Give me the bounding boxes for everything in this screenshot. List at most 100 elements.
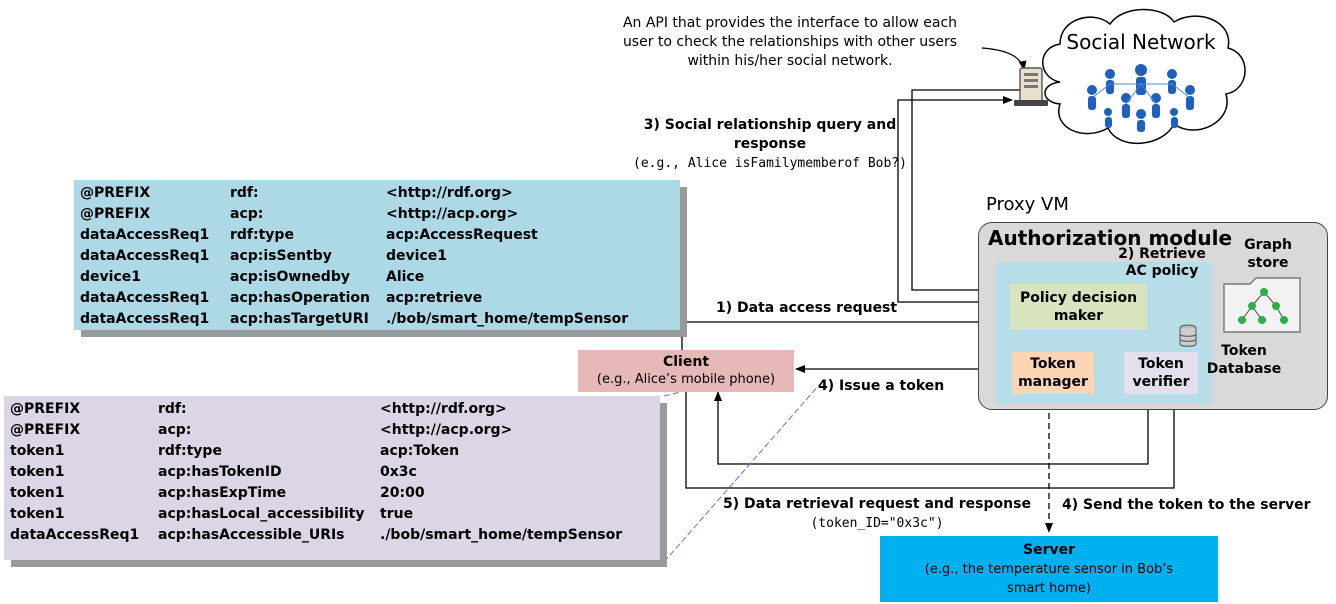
triple-subject: token1	[10, 443, 65, 459]
triple-subject: token1	[10, 506, 65, 522]
triple-object: acp:AccessRequest	[386, 227, 538, 243]
retrieve-policy-label: 2) Retrieve AC policy	[1110, 246, 1214, 280]
api-note-line: within his/her social network.	[687, 53, 893, 69]
token-callout-line-2	[663, 383, 821, 563]
triple-object: acp:Token	[380, 443, 460, 459]
graph-store-label: Graph store	[1232, 236, 1304, 272]
triple-object: 0x3c	[380, 464, 417, 480]
triple-predicate: acp:	[230, 206, 264, 222]
triple-subject: @PREFIX	[10, 401, 81, 417]
triple-row: dataAccessReq1 acp:isSentby device1	[80, 247, 666, 268]
triple-object: <http://acp.org>	[386, 206, 519, 222]
triple-predicate: acp:hasLocal_accessibility	[158, 506, 365, 522]
token-database-icon	[1179, 324, 1197, 347]
triple-predicate: rdf:	[230, 185, 259, 201]
token-database-line2: Database	[1206, 361, 1282, 377]
retrieve-policy-line2: AC policy	[1125, 263, 1199, 279]
triple-subject: dataAccessReq1	[80, 311, 210, 327]
triple-predicate: acp:hasTokenID	[158, 464, 282, 480]
triple-row: device1 acp:isOwnedby Alice	[80, 268, 666, 289]
step4-send-label: 4) Send the token to the server	[1062, 497, 1311, 513]
triple-object: 20:00	[380, 485, 425, 501]
token-verifier-line1: Token	[1138, 356, 1184, 372]
step5-line2: (token_ID="0x3c")	[810, 516, 944, 531]
api-note-line: user to check the relationships with oth…	[622, 34, 958, 50]
triple-predicate: rdf:type	[230, 227, 294, 243]
token-verifier-line2: verifier	[1132, 374, 1190, 390]
triple-subject: dataAccessReq1	[80, 248, 210, 264]
server-line3: smart home)	[1007, 580, 1091, 596]
data-access-request-arrow	[681, 318, 1009, 350]
triple-subject: token1	[10, 485, 65, 501]
step4-issue-label: 4) Issue a token	[818, 378, 945, 394]
policy-decision-maker-line2: maker	[1053, 308, 1104, 324]
triple-object: true	[380, 506, 414, 522]
triple-subject: device1	[80, 269, 141, 285]
access-request-triples-box: @PREFIX rdf: <http://rdf.org> @PREFIX acp: <h…	[74, 180, 680, 330]
server-box: Server (e.g., the temperature sensor in …	[880, 536, 1218, 602]
policy-decision-maker-line1: Policy decision	[1019, 290, 1138, 306]
triple-subject: dataAccessReq1	[80, 290, 210, 306]
verifier-to-client-arrow	[714, 388, 1149, 465]
triple-object: ./bob/smart_home/tempSensor	[386, 311, 629, 327]
triple-predicate: rdf:type	[158, 443, 222, 459]
server-line2: (e.g., the temperature sensor in Bob’s	[924, 561, 1174, 577]
client-subtitle: (e.g., Alice’s mobile phone)	[596, 372, 776, 387]
triple-object: device1	[386, 248, 447, 264]
graph-store-icon	[1223, 277, 1301, 333]
client-to-verifier-arrow	[685, 385, 1178, 489]
triple-predicate: acp:hasTargetURI	[230, 311, 369, 327]
triple-predicate: acp:isOwnedby	[230, 269, 350, 285]
authorization-module-label: Authorization module	[988, 226, 1233, 250]
query-label: 3) Social relationship query and respons…	[600, 116, 940, 173]
query-label-line1: 3) Social relationship query and	[643, 117, 897, 133]
api-server-icon	[1014, 67, 1048, 106]
token-database-line1: Token	[1221, 343, 1267, 359]
graph-store-line1: Graph	[1244, 237, 1292, 253]
triple-subject: @PREFIX	[80, 206, 151, 222]
query-arrow-up	[897, 96, 1013, 303]
triple-predicate: acp:hasOperation	[230, 290, 370, 306]
social-network-cloud-icon	[1042, 8, 1246, 144]
api-note-line: An API that provides the interface to al…	[622, 15, 958, 31]
server-title: Server	[1022, 541, 1075, 558]
triple-subject: @PREFIX	[10, 422, 81, 438]
triple-object: <http://rdf.org>	[380, 401, 507, 417]
query-label-line2: response	[733, 136, 807, 152]
triple-predicate: rdf:	[158, 401, 187, 417]
token-verifier: Token verifier	[1124, 352, 1198, 394]
token-database-label: Token Database	[1204, 342, 1284, 378]
retrieve-policy-line1: 2) Retrieve	[1118, 246, 1206, 262]
api-note-pointer	[981, 47, 1027, 71]
graph-store-line2: store	[1247, 255, 1289, 271]
policy-decision-maker: Policy decision maker	[1010, 284, 1147, 330]
triple-object: <http://rdf.org>	[386, 185, 513, 201]
triple-predicate: acp:isSentby	[230, 248, 332, 264]
client-box: Client (e.g., Alice’s mobile phone)	[578, 350, 794, 392]
token-manager: Token manager	[1012, 352, 1094, 394]
triple-object: <http://acp.org>	[380, 422, 513, 438]
triple-subject: @PREFIX	[80, 185, 151, 201]
client-title: Client	[662, 354, 710, 370]
token-triples-table: @PREFIX rdf: <http://rdf.org> @PREFIX acp: <h…	[10, 400, 650, 547]
query-arrow-down	[911, 89, 1022, 294]
triple-predicate: acp:	[158, 422, 192, 438]
social-network-label: Social Network	[1066, 30, 1216, 54]
triple-object: Alice	[386, 269, 425, 285]
triple-row: @PREFIX acp: <http://acp.org>	[80, 205, 666, 226]
triple-row: @PREFIX rdf: <http://rdf.org>	[10, 400, 650, 421]
api-note: An API that provides the interface to al…	[592, 14, 988, 71]
triple-object: acp:retrieve	[386, 290, 483, 306]
access-request-triples-table: @PREFIX rdf: <http://rdf.org> @PREFIX acp: <h…	[80, 184, 666, 331]
triple-predicate: acp:hasAccessible_URIs	[158, 527, 345, 543]
triple-predicate: acp:hasExpTime	[158, 485, 287, 501]
triple-row: @PREFIX rdf: <http://rdf.org>	[80, 184, 666, 205]
triple-row: token1 acp:hasExpTime 20:00	[10, 484, 650, 505]
triple-row: token1 acp:hasLocal_accessibility true	[10, 505, 650, 526]
token-manager-line1: Token	[1030, 356, 1076, 372]
proxy-vm-label: Proxy VM	[986, 194, 1069, 215]
triple-row: @PREFIX acp: <http://acp.org>	[10, 421, 650, 442]
